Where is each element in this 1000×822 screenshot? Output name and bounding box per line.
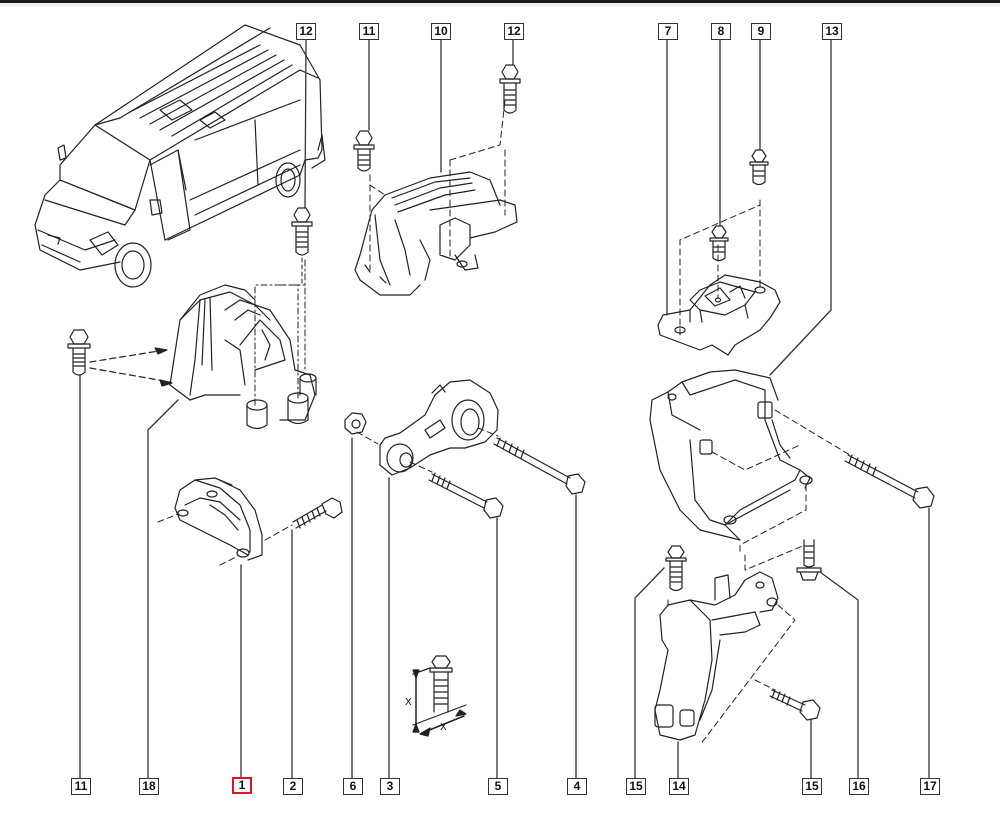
part-11-bolt-top xyxy=(353,130,375,172)
callout-15-bottom-left[interactable]: 15 xyxy=(626,778,646,795)
part-13-support-cradle xyxy=(649,369,813,541)
part-17-bolt xyxy=(844,454,935,509)
part-8-bolt xyxy=(709,225,729,262)
part-5-bolt xyxy=(428,472,504,519)
part-18-engine-mount-bracket xyxy=(169,284,317,430)
callout-18-bottom[interactable]: 18 xyxy=(139,778,159,795)
dimension-label-horizontal: X xyxy=(440,722,447,733)
part-15-bolt-lower xyxy=(769,689,821,721)
part-9-bolt xyxy=(749,149,769,186)
callout-6-bottom[interactable]: 6 xyxy=(343,778,363,795)
callout-4-bottom[interactable]: 4 xyxy=(567,778,587,795)
callout-10-top[interactable]: 10 xyxy=(431,23,451,40)
part-11-bolt-left xyxy=(67,329,91,376)
callout-12-top-left[interactable]: 12 xyxy=(296,23,316,40)
callout-2-bottom[interactable]: 2 xyxy=(283,778,303,795)
part-1-lower-engine-mount xyxy=(174,477,263,561)
part-15-bolt-upper xyxy=(665,545,687,592)
part-12-bolt-left xyxy=(291,207,313,256)
callout-11-bottom[interactable]: 11 xyxy=(71,778,91,795)
window-top-shade xyxy=(0,3,1000,7)
callout-17-bottom[interactable]: 17 xyxy=(920,778,940,795)
part-16-bolt xyxy=(796,539,822,581)
window-top-border xyxy=(0,0,1000,3)
dimension-label-vertical: X xyxy=(405,697,412,708)
callout-15-bottom-right[interactable]: 15 xyxy=(802,778,822,795)
callout-5-bottom[interactable]: 5 xyxy=(488,778,508,795)
vehicle-van-illustration xyxy=(34,24,326,288)
part-10-gearbox-mount xyxy=(354,171,518,296)
callout-12-top-right[interactable]: 12 xyxy=(504,23,524,40)
callout-13-top[interactable]: 13 xyxy=(822,23,842,40)
part-3-torque-rod xyxy=(379,379,499,476)
part-6-spacer-nut xyxy=(344,412,367,435)
callout-14-bottom[interactable]: 14 xyxy=(669,778,689,795)
bolt-dimension-detail xyxy=(412,655,467,737)
part-14-gearbox-bracket xyxy=(654,571,779,741)
callout-11-top[interactable]: 11 xyxy=(359,23,379,40)
callout-8-top[interactable]: 8 xyxy=(711,23,731,40)
callout-9-top[interactable]: 9 xyxy=(751,23,771,40)
callout-leader-lines xyxy=(79,39,930,779)
callout-1-selected[interactable]: 1 xyxy=(232,777,252,794)
callout-3-bottom[interactable]: 3 xyxy=(380,778,400,795)
part-4-bolt xyxy=(493,437,586,495)
part-7-gearbox-mount xyxy=(657,274,781,356)
callout-16-bottom[interactable]: 16 xyxy=(849,778,869,795)
part-12-bolt-top xyxy=(499,64,521,114)
part-2-bolt xyxy=(292,497,343,529)
callout-7-top[interactable]: 7 xyxy=(658,23,678,40)
